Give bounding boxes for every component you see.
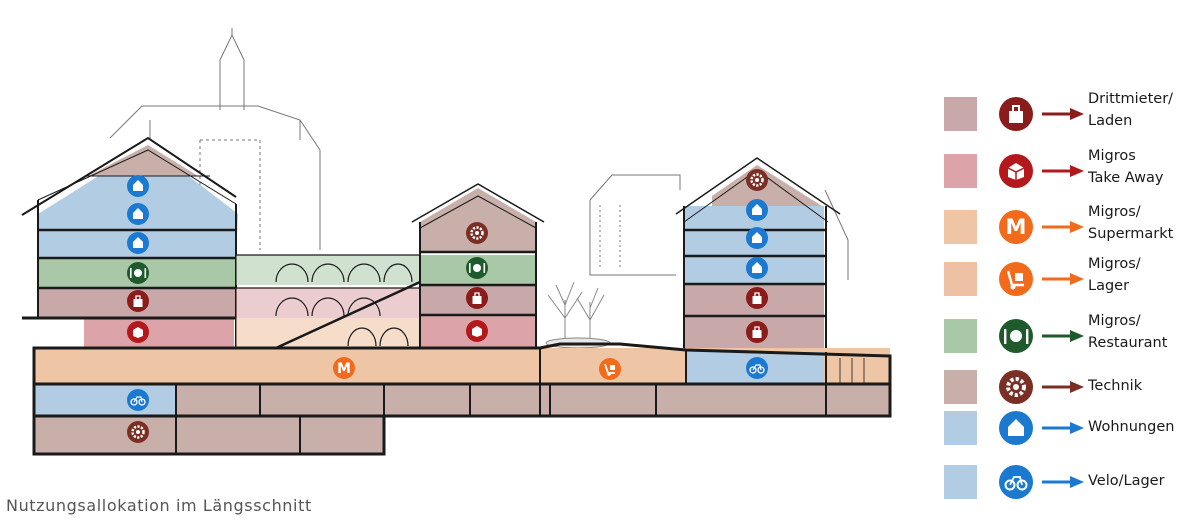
arrow-right-icon bbox=[1042, 330, 1084, 342]
migros-m-icon: M bbox=[333, 357, 355, 379]
legend-item-wohnungen: Wohnungen bbox=[942, 402, 1197, 458]
legend-swatch bbox=[944, 370, 977, 404]
arrow-right-icon bbox=[1042, 221, 1084, 233]
house-icon bbox=[746, 227, 768, 249]
arrow-right-icon bbox=[1042, 165, 1084, 177]
takeaway-box-icon bbox=[466, 320, 488, 342]
legend-label-line: Migros/ bbox=[1088, 256, 1141, 272]
shopping-bag-icon bbox=[746, 321, 768, 343]
arrow-right-icon bbox=[1042, 381, 1084, 393]
legend-item-lager: Migros/Lager bbox=[942, 253, 1197, 309]
legend-label-line: Lager bbox=[1088, 278, 1130, 294]
legend-label-line: Laden bbox=[1088, 113, 1133, 129]
legend-label-line: Wohnungen bbox=[1088, 419, 1175, 435]
bicycle-icon bbox=[999, 465, 1033, 499]
legend-label: Migros/Supermarkt bbox=[1088, 201, 1200, 245]
plate-cutlery-icon bbox=[999, 319, 1033, 353]
legend-label-line: Drittmieter/ bbox=[1088, 91, 1174, 107]
arrow-right-icon bbox=[1042, 273, 1084, 285]
arrow-right-icon bbox=[1042, 476, 1084, 488]
gear-icon bbox=[746, 169, 768, 191]
house-icon bbox=[127, 175, 149, 197]
house-icon bbox=[127, 232, 149, 254]
legend-label-line: Technik bbox=[1088, 378, 1143, 394]
legend-swatch bbox=[944, 411, 977, 445]
shopping-bag-icon bbox=[999, 97, 1033, 131]
legend-label: Wohnungen bbox=[1088, 416, 1200, 438]
gear-icon bbox=[999, 370, 1033, 404]
bicycle-icon bbox=[127, 389, 149, 411]
section-icons: M bbox=[127, 169, 768, 443]
legend-item-drittmieter: Drittmieter/Laden bbox=[942, 88, 1197, 144]
legend-label-line: Restaurant bbox=[1088, 335, 1168, 351]
house-icon bbox=[746, 257, 768, 279]
legend-label: Velo/Lager bbox=[1088, 470, 1200, 492]
shopping-bag-icon bbox=[746, 287, 768, 309]
house-icon bbox=[746, 199, 768, 221]
bicycle-icon bbox=[746, 357, 768, 379]
legend-label-line: Take Away bbox=[1088, 170, 1164, 186]
middle-connector bbox=[236, 254, 421, 350]
arrow-right-icon bbox=[1042, 108, 1084, 120]
legend-item-supermarkt: M Migros/Supermarkt bbox=[942, 201, 1197, 257]
takeaway-box-icon bbox=[999, 154, 1033, 188]
legend-swatch bbox=[944, 319, 977, 353]
shopping-bag-icon bbox=[466, 287, 488, 309]
legend-label-line: Migros/ bbox=[1088, 313, 1141, 329]
house-icon bbox=[127, 203, 149, 225]
legend-swatch bbox=[944, 210, 977, 244]
legend-label-line: Velo/Lager bbox=[1088, 473, 1165, 489]
gear-icon bbox=[127, 421, 149, 443]
legend-item-restaurant: Migros/Restaurant bbox=[942, 310, 1197, 366]
migros-m-icon: M bbox=[999, 210, 1033, 244]
takeaway-box-icon bbox=[127, 321, 149, 343]
legend-item-technik: Technik bbox=[942, 361, 1197, 417]
context-outlines bbox=[109, 28, 849, 280]
legend-swatch bbox=[944, 97, 977, 131]
legend-label: Migros/Lager bbox=[1088, 253, 1200, 297]
legend-label: Drittmieter/Laden bbox=[1088, 88, 1200, 132]
migros-m-letter: M bbox=[337, 361, 351, 377]
legend-label: Technik bbox=[1088, 375, 1200, 397]
hand-truck-icon bbox=[999, 262, 1033, 296]
legend-label-line: Migros/ bbox=[1088, 204, 1141, 220]
svg-text:M: M bbox=[1006, 215, 1027, 239]
plate-cutlery-icon bbox=[127, 262, 149, 284]
diagram-caption: Nutzungsallokation im Längsschnitt bbox=[6, 496, 312, 515]
legend-label-line: Supermarkt bbox=[1088, 226, 1174, 242]
shopping-bag-icon bbox=[127, 290, 149, 312]
gear-icon bbox=[466, 222, 488, 244]
legend-swatch bbox=[944, 465, 977, 499]
hand-truck-icon bbox=[599, 358, 621, 380]
plate-cutlery-icon bbox=[466, 257, 488, 279]
longitudinal-section-drawing: M bbox=[21, 28, 892, 456]
arrow-right-icon bbox=[1042, 422, 1084, 434]
legend-label-line: Migros bbox=[1088, 148, 1136, 164]
courtyard-tree bbox=[545, 281, 611, 349]
underground-levels bbox=[32, 342, 892, 456]
legend-label: Migros/Restaurant bbox=[1088, 310, 1200, 354]
legend-swatch bbox=[944, 262, 977, 296]
legend-item-velo: Velo/Lager bbox=[942, 456, 1197, 512]
house-icon bbox=[999, 411, 1033, 445]
legend-swatch bbox=[944, 154, 977, 188]
